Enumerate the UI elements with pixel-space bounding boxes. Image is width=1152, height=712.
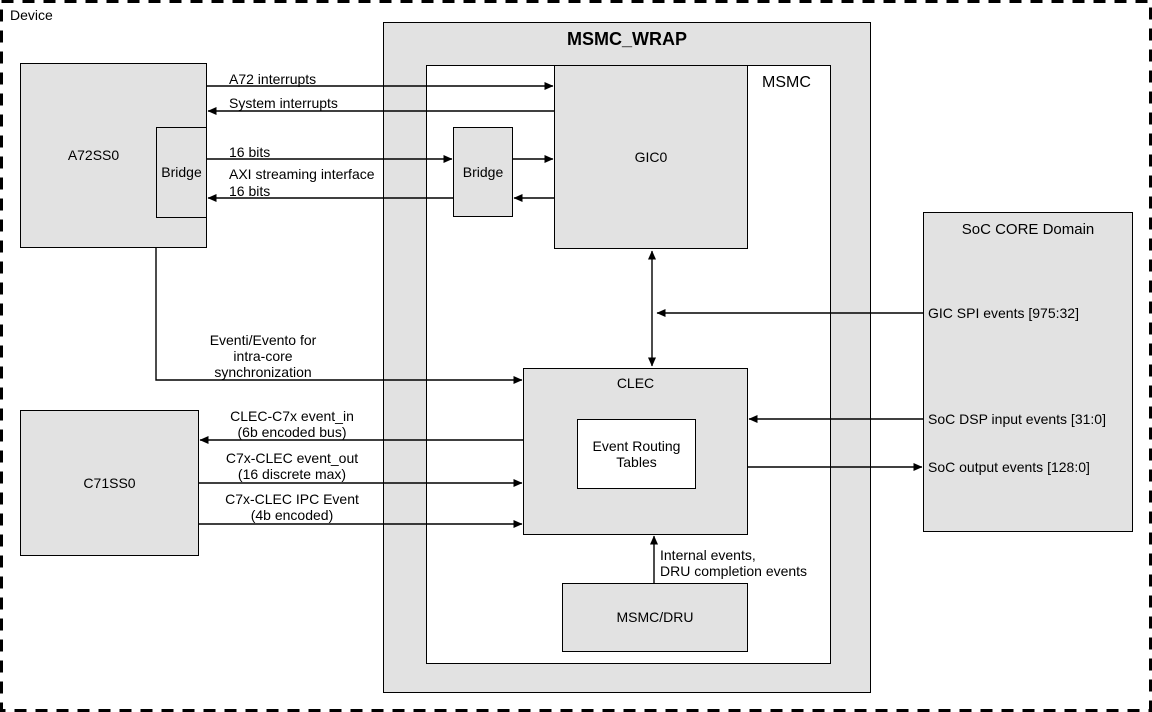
event-routing-label-line2: Tables [616, 454, 657, 470]
axi-streaming-label: AXI streaming interface 16 bits [229, 166, 375, 200]
clec-c7x-event-in-line2: (6b encoded bus) [237, 424, 347, 440]
internal-events-label: Internal events, DRU completion events [660, 547, 807, 579]
c7x-clec-event-out-line1: C7x-CLEC event_out [225, 450, 359, 466]
clec-c7x-event-in-label: CLEC-C7x event_in (6b encoded bus) [192, 408, 392, 440]
c7x-clec-ipc-line1: C7x-CLEC IPC Event [225, 491, 359, 507]
block-msmc-dru: MSMC/DRU [562, 583, 748, 652]
clec-c7x-event-in-line1: CLEC-C7x event_in [230, 408, 354, 424]
eventi-sync-label-line3: synchronization [214, 364, 312, 380]
internal-events-line2: DRU completion events [660, 563, 808, 579]
event-routing-label-line1: Event Routing [592, 437, 681, 454]
soc-core-title: SoC CORE Domain [961, 221, 1095, 238]
conn-eventi-sync [155, 248, 523, 384]
block-clec: CLEC [523, 368, 748, 535]
msmc-dru-label: MSMC/DRU [616, 609, 694, 626]
a72-interrupts-label: A72 interrupts [229, 71, 317, 87]
c7x-clec-event-out-label: C7x-CLEC event_out (16 discrete max) [192, 450, 392, 482]
device-label: Device [10, 7, 53, 23]
msmc-wrap-title: MSMC_WRAP [567, 29, 687, 49]
system-interrupts-label: System interrupts [229, 95, 338, 111]
clec-label: CLEC [616, 375, 655, 391]
soc-port-gic-spi-events: GIC SPI events [975:32] [928, 305, 1079, 321]
c71ss0-label: C71SS0 [83, 474, 136, 491]
gic0-label: GIC0 [634, 148, 668, 165]
msmc-label: MSMC [762, 74, 811, 91]
bridge-mid-label: Bridge [462, 163, 504, 180]
axi-streaming-label-line1: AXI streaming interface [229, 166, 375, 182]
c7x-clec-event-out-line2: (16 discrete max) [237, 466, 347, 482]
block-c71ss0: C71SS0 [20, 410, 199, 556]
eventi-sync-label: Eventi/Evento for intra-core synchroniza… [163, 332, 363, 380]
c7x-clec-ipc-line2: (4b encoded) [250, 507, 334, 523]
soc-port-output-events: SoC output events [128:0] [928, 459, 1090, 475]
block-soc-core-domain: SoC CORE Domain [923, 212, 1133, 532]
eventi-sync-label-line1: Eventi/Evento for [209, 332, 317, 348]
c7x-clec-ipc-label: C7x-CLEC IPC Event (4b encoded) [192, 491, 392, 523]
block-bridge-mid: Bridge [453, 127, 513, 217]
soc-port-dsp-input-events: SoC DSP input events [31:0] [928, 411, 1106, 427]
axi-streaming-label-line2: 16 bits [229, 183, 271, 199]
eventi-sync-label-line2: intra-core [233, 348, 293, 364]
a72ss0-label: A72SS0 [67, 147, 120, 164]
internal-events-line1: Internal events, [660, 547, 756, 563]
16bits-label: 16 bits [229, 144, 271, 160]
block-event-routing-tables: Event Routing Tables [577, 419, 696, 489]
block-a72-bridge: Bridge [156, 127, 207, 218]
block-gic0: GIC0 [554, 65, 748, 249]
a72-bridge-label: Bridge [161, 164, 202, 181]
